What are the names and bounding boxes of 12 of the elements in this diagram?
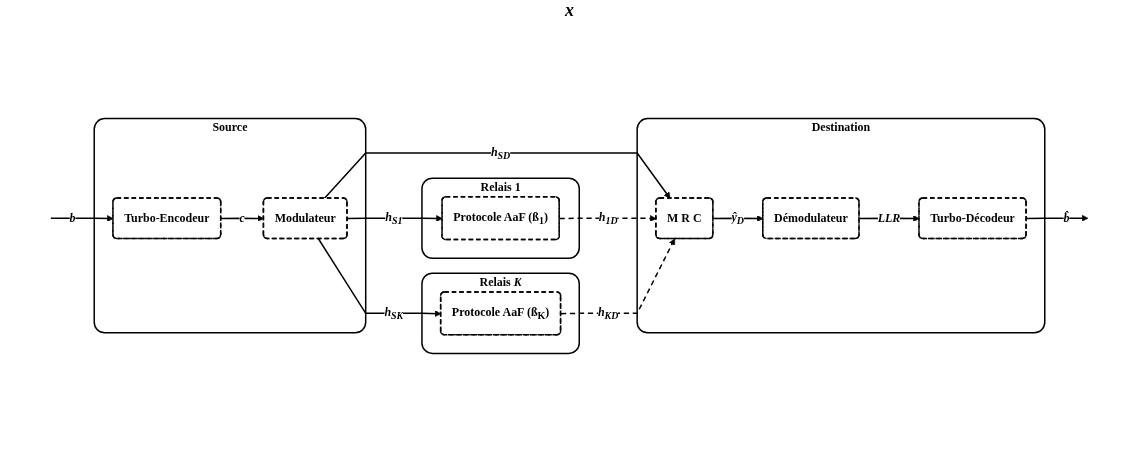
- edge-label: h$_{S1}$: [385, 210, 403, 227]
- edge-label: b: [69, 211, 76, 225]
- arrow: [323, 152, 671, 200]
- edge-label: h$_{1D}$: [598, 210, 618, 227]
- edge-label: h$_{SD}$: [490, 145, 511, 161]
- arrow: [560, 238, 675, 315]
- edge-label: LLR: [877, 211, 901, 225]
- signal-label: x: [565, 0, 574, 20]
- edge-label: c: [239, 211, 245, 225]
- edge-label: h$_{SK}$: [384, 305, 404, 322]
- edge-label: h$_{KD}$: [597, 305, 619, 322]
- edge-label: b̂: [1063, 211, 1070, 225]
